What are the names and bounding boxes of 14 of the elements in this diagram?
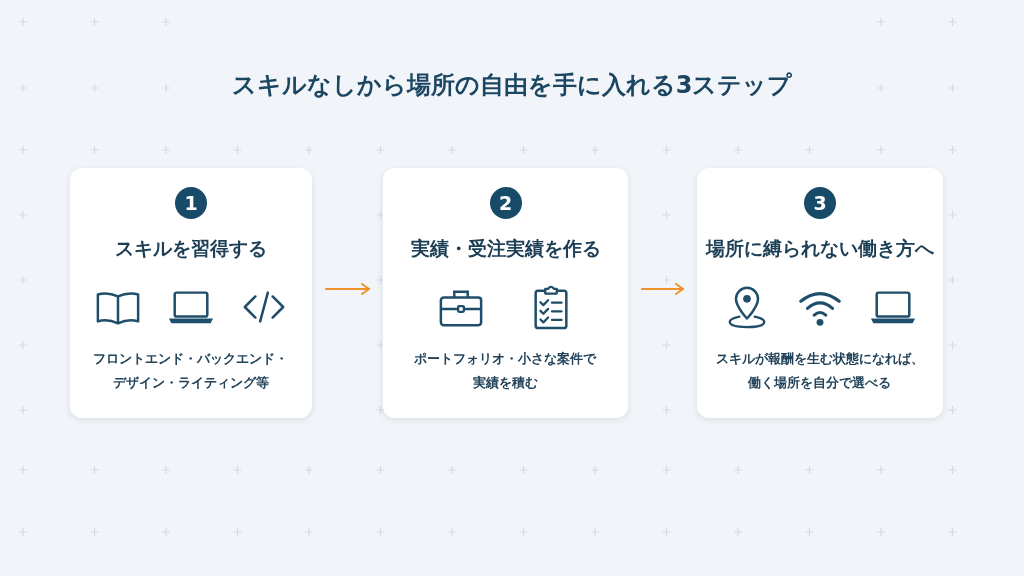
step-description: ポートフォリオ・小さな案件で実績を積む bbox=[413, 350, 598, 392]
title: スキルなしから場所の自由を手に入れる3ステップ bbox=[231, 70, 793, 101]
step-card bbox=[70, 168, 312, 418]
step-number-badge: 1 bbox=[175, 187, 207, 219]
step-card bbox=[697, 168, 943, 418]
step-description: スキルが報酬を生む状態になれば、働く場所を自分で選べる bbox=[715, 350, 925, 392]
step-number-badge: 3 bbox=[804, 187, 836, 219]
step-heading: 場所に縛られない働き方へ bbox=[706, 236, 934, 261]
step-description: フロントエンド・バックエンド・デザイン・ライティング等 bbox=[92, 350, 290, 392]
step-heading: 実績・受注実績を作る bbox=[410, 236, 601, 261]
arrow bbox=[325, 283, 370, 295]
step-number-badge: 2 bbox=[489, 187, 522, 219]
step-card bbox=[383, 168, 628, 418]
step-heading: スキルを習得する bbox=[115, 236, 267, 261]
